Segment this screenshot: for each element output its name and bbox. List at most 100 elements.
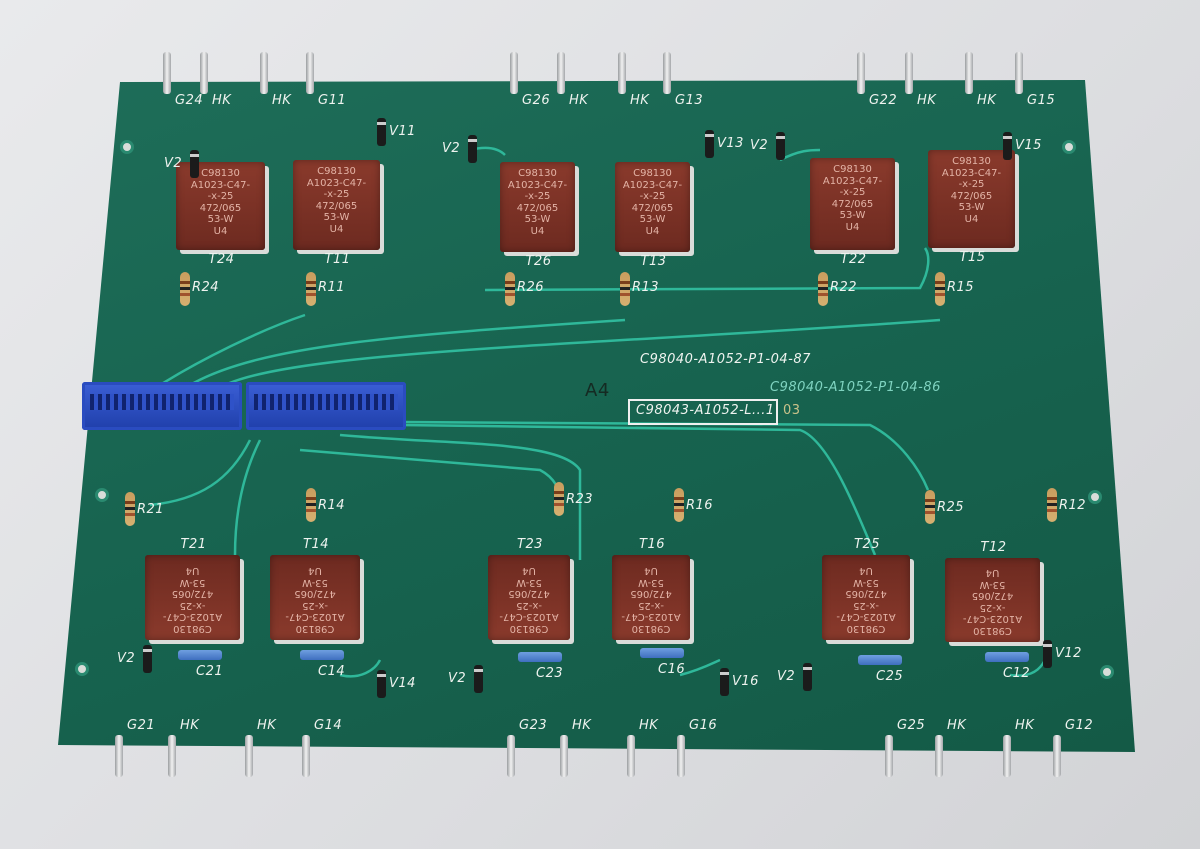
part-number-top: C98040-A1052-P1-04-87 [640,352,811,367]
resistor-label: R16 [686,498,714,513]
resistor [554,482,564,516]
transformer-marking: U4 [964,213,979,225]
capacitor-label: C23 [536,666,564,681]
pin-label: G25 [897,718,926,733]
transformer-marking: A1023-C47- [621,611,681,623]
transformer-marking: 472/065 [950,190,993,202]
transformer-marking: -x-25 [302,600,328,611]
transformer-marking: -x-25 [323,189,350,200]
transformer-marking: -x-25 [524,191,551,202]
transformer-marking: C98130 [173,623,212,634]
transformer-marking: C98130 [973,625,1012,636]
mounting-hole [1100,665,1114,679]
diode [1043,640,1052,668]
diode [705,130,714,158]
transformer-label: T24 [208,252,235,267]
mounting-hole [120,140,134,154]
connector-pin [857,52,865,94]
transformer-marking: 53-W [302,577,328,588]
connector-pin [302,735,310,777]
transformer-marking: 472/065 [845,588,887,600]
transformer-marking: 472/065 [971,590,1014,602]
pin-label: G21 [127,718,156,733]
pin-label: HK [569,93,589,108]
transformer-marking: 472/065 [315,200,358,212]
pin-label: HK [212,93,232,108]
pin-label: G23 [519,718,548,733]
diode-label: V2 [750,138,769,153]
transformer-marking: A1023-C47- [499,611,559,623]
transformer-marking: C98130 [952,156,991,167]
transformer-marking: U4 [859,565,873,577]
transformer-marking: 53-W [323,212,350,223]
resistor [125,492,135,526]
resistor [818,272,828,306]
resistor [620,272,630,306]
transformer-marking: -x-25 [207,191,234,202]
pin-label: G15 [1027,93,1056,108]
transformer-marking: C98130 [631,623,671,634]
capacitor [518,652,562,662]
ribbon-connector-left [82,382,242,430]
transformer-label: T25 [854,537,880,552]
connector-pin [1015,52,1023,94]
transformer-marking: A1023-C47- [306,177,367,189]
connector-pin [627,735,635,777]
transformer-label: T14 [303,537,329,552]
transformer-marking: -x-25 [639,191,666,202]
transformer-marking: -x-25 [179,600,206,611]
connector-pin [557,52,565,94]
diode-label: V11 [389,124,416,139]
capacitor-label: C12 [1003,666,1031,681]
resistor-label: R12 [1059,498,1087,513]
resistor [925,490,935,524]
transformer-label: T23 [517,537,543,552]
transformer-marking: A1023-C47- [285,611,345,623]
transformer-marking: A1023-C47- [507,179,568,191]
diode [803,663,812,691]
transformer-marking: U4 [308,565,322,577]
diode-label: V2 [448,671,467,686]
connector-pin [507,735,515,777]
diode [720,668,729,696]
transformer-marking: -x-25 [979,602,1006,613]
transformer-marking: A1023-C47- [941,167,1002,179]
diode [377,670,386,698]
connector-pin [115,735,123,777]
diode [1003,132,1012,160]
resistor [180,272,190,306]
board-size-label: A4 [585,380,610,401]
diode [776,132,785,160]
transformer-marking: 472/065 [630,588,672,600]
transformer-marking: 53-W [179,577,206,588]
transformer-label: T22 [840,252,867,267]
revision-label: 03 [783,403,801,418]
transformer-marking: C98130 [833,164,872,175]
pin-label: HK [977,93,997,108]
transformer-marking: U4 [213,225,228,237]
transformer-marking: A1023-C47- [836,611,896,623]
diode [474,665,483,693]
pin-label: G12 [1065,718,1094,733]
transformer-marking: 53-W [207,214,234,225]
transformer-label: T13 [640,254,667,269]
resistor-label: R22 [830,280,858,295]
diode-label: V2 [777,669,796,684]
capacitor [300,650,344,660]
resistor-label: R26 [517,280,545,295]
transformer-marking: 472/065 [631,202,674,214]
resistor [935,272,945,306]
transformer-marking: 53-W [979,579,1006,590]
transformer-label: T15 [959,250,986,265]
resistor-label: R21 [137,502,165,517]
resistor [674,488,684,522]
transformer-label: T26 [525,254,552,269]
connector-pin [663,52,671,94]
pin-label: HK [272,93,292,108]
